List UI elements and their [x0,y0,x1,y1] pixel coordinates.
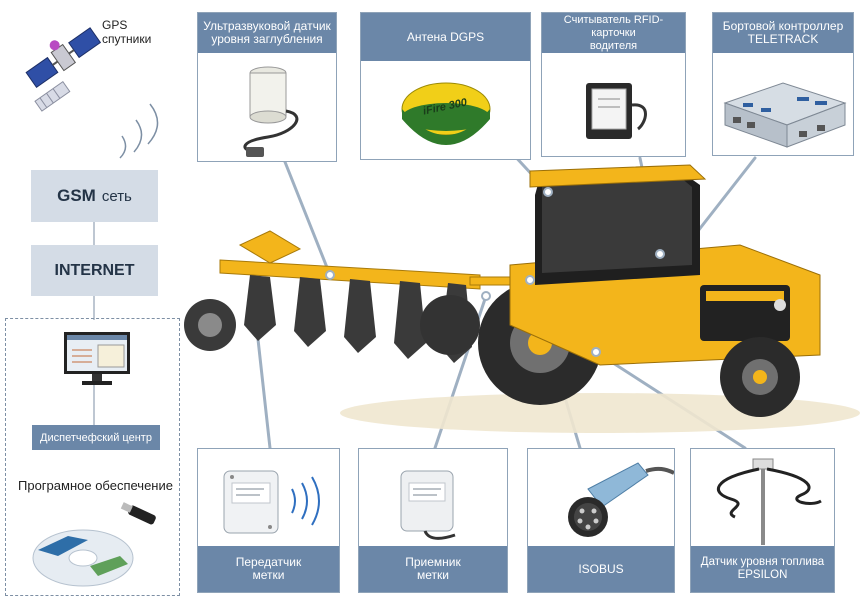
rfid-reader-card: Считыватель RFID-карточки водителя [541,12,686,157]
signal-arcs [119,103,159,159]
software-label: Програмное обеспечение [18,478,173,493]
onboard-controller-icon [723,82,847,148]
tag-receiver-caption-text: Приемник метки [405,555,461,582]
gsm-label: GSM [57,186,96,205]
dispatch-center-label-bar: Диспетчефский центр [32,425,160,450]
onboard-controller-caption-text: Бортовой контроллер TELETRACK [722,19,844,46]
monitor-icon [64,332,130,385]
gsm-network-label: сеть [101,187,132,205]
dispatch-center-label: Диспетчефский центр [40,431,152,444]
gsm-network-box: GSM сеть [31,170,158,222]
rfid-reader-icon [586,83,647,139]
tag-receiver-icon [400,470,456,540]
dgps-antenna-card: Антена DGPS iFire 300 [360,12,531,160]
software-cd-icon [32,502,156,587]
tag-transmitter-icon [223,470,320,534]
rfid-reader-caption-text: Считыватель RFID-карточки водителя [563,13,664,52]
ultrasonic-sensor-caption-text: Ультразвуковой датчик уровня заглубления [203,19,331,46]
rfid-reader-caption: Считыватель RFID-карточки водителя [542,13,685,53]
fuel-level-sensor-caption-text: Датчик уровня топлива EPSILON [700,556,825,581]
isobus-caption-text: ISOBUS [578,561,624,576]
satellite-icon [25,27,102,112]
tag-transmitter-caption-text: Передатчик метки [235,555,302,582]
dispatch-center-region [5,318,180,596]
isobus-card: ISOBUS [527,448,675,593]
dgps-antenna-caption: Антена DGPS [361,13,530,61]
tag-receiver-caption: Приемник метки [359,546,507,592]
onboard-controller-card: Бортовой контроллер TELETRACK [712,12,854,156]
ultrasonic-sensor-icon [243,66,299,157]
tag-transmitter-card: Передатчик метки [197,448,340,593]
ultrasonic-sensor-card: Ультразвуковой датчик уровня заглубления [197,12,337,162]
fuel-level-sensor-card: Датчик уровня топлива EPSILON [690,448,835,593]
fuel-level-sensor-caption: Датчик уровня топлива EPSILON [691,546,834,592]
tag-transmitter-caption: Передатчик метки [198,546,339,592]
internet-box: INTERNET [31,245,158,296]
isobus-connector-icon [568,462,674,537]
isobus-caption: ISOBUS [528,546,674,592]
tag-receiver-card: Приемник метки [358,448,508,593]
satellite-label: GPS спутники [102,18,152,46]
ultrasonic-sensor-caption: Ультразвуковой датчик уровня заглубления [198,13,336,53]
monitor [62,330,132,388]
dgps-antenna-caption-text: Антена DGPS [406,29,485,44]
onboard-controller-caption: Бортовой контроллер TELETRACK [713,13,853,53]
tractor-illustration [184,164,860,433]
dgps-antenna-icon [401,82,491,145]
satellite [20,10,110,112]
internet-label: INTERNET [54,261,135,279]
fuel-level-sensor-icon [716,458,822,545]
